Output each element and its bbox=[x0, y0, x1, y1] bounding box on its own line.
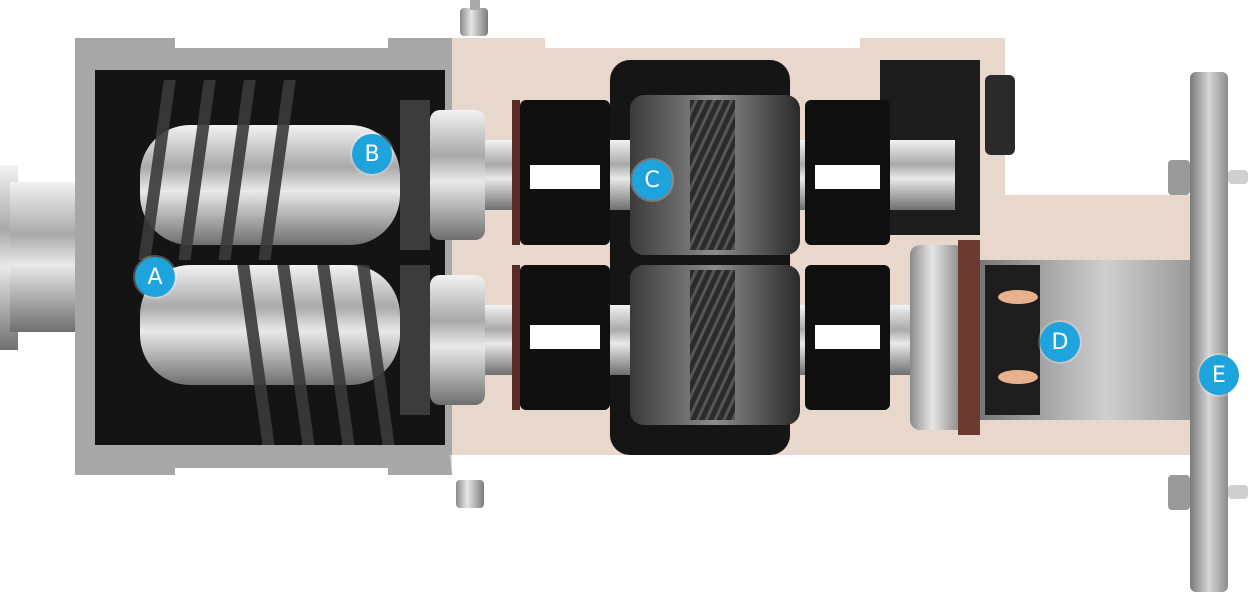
screw-rotors bbox=[138, 80, 400, 445]
shaft-seals bbox=[400, 100, 485, 415]
housing-bolts bbox=[456, 0, 1015, 508]
marker-e-label: E bbox=[1212, 362, 1226, 388]
marker-d-label: D bbox=[1051, 329, 1069, 355]
marker-e[interactable]: E bbox=[1199, 355, 1239, 395]
mounting-flange bbox=[1168, 72, 1248, 592]
shafts-and-bearings bbox=[485, 100, 955, 410]
inlet-pipe bbox=[0, 165, 80, 350]
marker-d[interactable]: D bbox=[1040, 322, 1080, 362]
marker-a-label: A bbox=[147, 264, 163, 290]
marker-c-label: C bbox=[644, 167, 660, 193]
marker-a[interactable]: A bbox=[135, 257, 175, 297]
drive-coupling bbox=[910, 240, 1190, 435]
marker-b[interactable]: B bbox=[352, 134, 392, 174]
marker-c[interactable]: C bbox=[632, 160, 672, 200]
timing-gears bbox=[630, 95, 800, 425]
marker-b-label: B bbox=[364, 141, 380, 167]
